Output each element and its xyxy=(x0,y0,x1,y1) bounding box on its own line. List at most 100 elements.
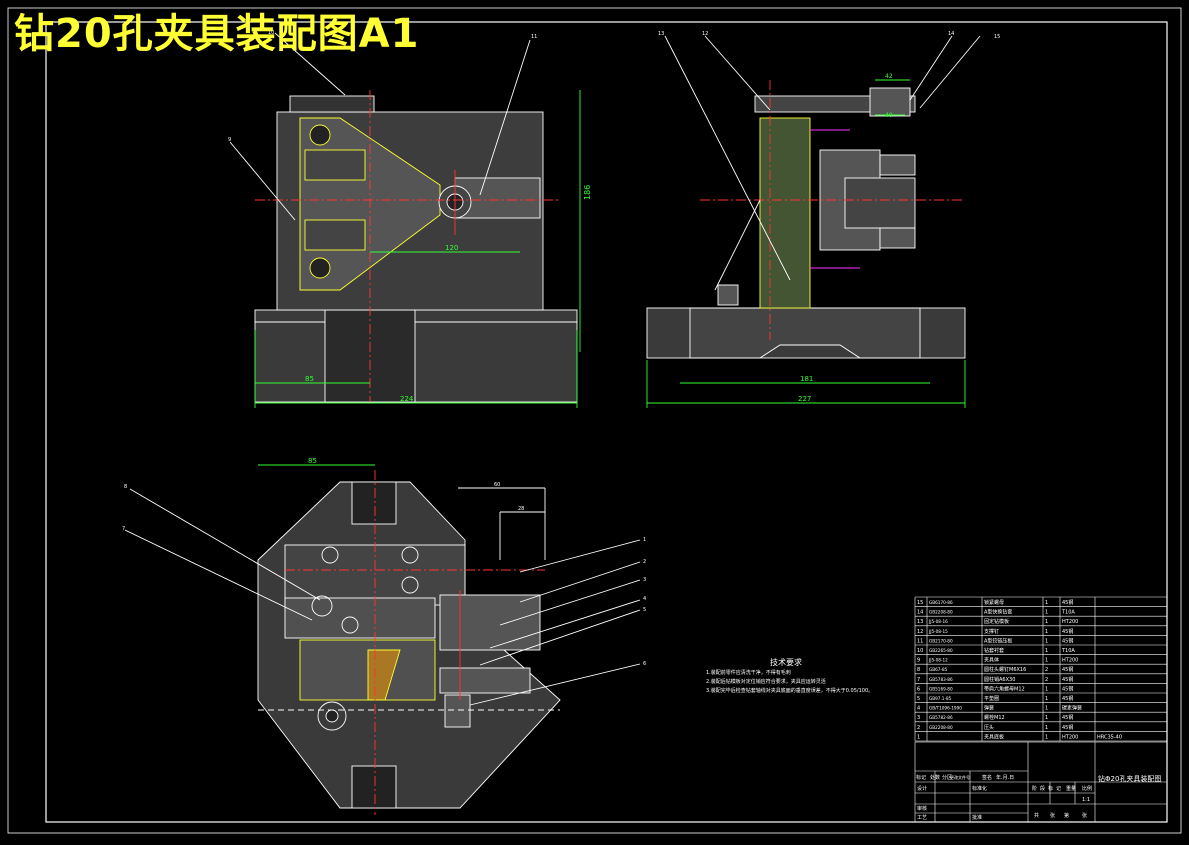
title-block-approve: 批准 xyxy=(972,814,982,821)
bom-cell-mat: HT200 xyxy=(1062,619,1078,625)
balloon-plan-5: 5 xyxy=(643,607,646,613)
title-block-stage-3: 记 xyxy=(1056,785,1061,792)
bom-cell-name: 弹簧 xyxy=(984,705,994,712)
bom-cell-name: 夹具体 xyxy=(984,657,999,664)
balloon-front-11: 11 xyxy=(531,34,537,40)
dim-side-inner: 181 xyxy=(800,375,813,383)
bom-cell-qty: 1 xyxy=(1045,648,1048,654)
balloon-front-9: 9 xyxy=(228,137,231,143)
bom-cell-name: 支撑钉 xyxy=(984,628,999,635)
bom-cell-code: GB5783-86 xyxy=(929,677,953,682)
bom-cell-qty: 1 xyxy=(1045,600,1048,606)
bom-cell-name: 固定钻模板 xyxy=(984,618,1009,625)
bom-cell-no: 9 xyxy=(917,658,920,664)
outer-border xyxy=(7,7,1182,834)
bom-cell-mat: 45钢 xyxy=(1062,599,1073,606)
title-block-stage-5: 比例 xyxy=(1082,785,1092,792)
bom-cell-name: 钻套衬套 xyxy=(984,647,1004,654)
balloon-plan-8: 8 xyxy=(124,484,127,490)
tech-note-line-3: 3.装配完毕后检查钻套轴线对夹具底面的垂直度误差，不得大于0.05/100。 xyxy=(706,688,874,694)
bom-cell-name: 压头 xyxy=(984,724,994,731)
bom-cell-code: GB2170-80 xyxy=(929,638,953,643)
bom-cell-name: 圆柱头螺钉M6X16 xyxy=(984,666,1026,673)
title-block-designer: 设计 xyxy=(917,785,927,792)
bom-cell-mat: T10A xyxy=(1061,610,1075,616)
drawing-title: 钻20孔夹具装配图A1 xyxy=(14,11,420,57)
title-block-row-label-5: 年.月.日 xyxy=(996,774,1014,781)
bom-cell-no: 5 xyxy=(917,696,920,702)
dim-plan-right-a: 60 xyxy=(494,482,500,488)
bom-cell-code: GB97.1-85 xyxy=(929,696,952,701)
balloon-plan-6: 6 xyxy=(643,661,646,667)
bom-cell-name: 平垫圈 xyxy=(984,695,999,702)
bom-cell-no: 10 xyxy=(917,648,923,654)
bom-cell-name: 带肩六角螺母M12 xyxy=(984,685,1025,692)
bom-cell-qty: 1 xyxy=(1045,725,1048,731)
dim-plan-top: 85 xyxy=(308,457,317,465)
balloon-side-15: 15 xyxy=(994,34,1000,40)
bom-cell-no: 13 xyxy=(917,619,923,625)
bom-cell-code: GB5169-80 xyxy=(929,686,953,691)
balloon-plan-1: 1 xyxy=(643,537,646,543)
balloon-plan-2: 2 xyxy=(643,559,646,565)
balloon-front-10: 10 xyxy=(268,30,274,36)
tech-notes-title: 技术要求 xyxy=(770,658,802,667)
balloon-side-12: 12 xyxy=(702,31,708,37)
bom-cell-code: GB2265-80 xyxy=(929,648,953,653)
title-block-row-label-3: 更改文件号 xyxy=(950,774,970,780)
dim-front-left: 85 xyxy=(305,375,314,383)
balloon-plan-3: 3 xyxy=(643,577,646,583)
bom-cell-qty: 1 xyxy=(1045,638,1048,644)
bom-cell-name: 圆柱销A6X30 xyxy=(984,676,1015,683)
bom-cell-mat: 45钢 xyxy=(1062,714,1073,721)
title-block-stage-0: 阶 xyxy=(1032,785,1037,792)
bom-cell-mat: HT200 xyxy=(1062,734,1078,740)
bom-cell-mat: 碳素弹簧 xyxy=(1062,705,1082,712)
bom-cell-note: HRC35-40 xyxy=(1097,734,1122,740)
bom-cell-mat: 45钢 xyxy=(1062,724,1073,731)
title-block-row-label-2: 分区 xyxy=(942,774,952,781)
title-block xyxy=(914,741,1168,823)
inner-border xyxy=(45,21,1168,823)
bom-cell-no: 7 xyxy=(917,677,920,683)
bom-cell-no: 11 xyxy=(917,638,923,644)
bom-cell-mat: 45钢 xyxy=(1062,628,1073,635)
bom-cell-name: A型快换钻套 xyxy=(984,609,1012,616)
title-block-stage-2: 标 xyxy=(1048,785,1053,792)
title-block-scale: 1:1 xyxy=(1082,797,1090,803)
dim-side-top-a: 42 xyxy=(885,73,893,80)
title-block-process: 工艺 xyxy=(917,815,927,821)
balloon-plan-4: 4 xyxy=(643,596,646,602)
bom-cell-mat: 45钢 xyxy=(1062,695,1073,702)
title-block-drawing-name: 钻Φ20孔夹具装配图 xyxy=(1098,774,1161,783)
bom-cell-qty: 1 xyxy=(1045,696,1048,702)
bom-cell-code: JJ5-08-15 xyxy=(928,629,948,634)
bom-cell-name: 夹具底板 xyxy=(984,733,1004,740)
front-view xyxy=(229,32,581,408)
title-block-sheet-2: 第 xyxy=(1064,812,1069,819)
title-block-row-label-1: 处数 xyxy=(930,774,940,781)
technical-requirements: 技术要求 1.装配前零件应清洗干净，不得有毛刺 2.装配后钻模板对定位销应符合要… xyxy=(706,658,896,696)
title-block-standard: 标准化 xyxy=(972,785,987,792)
dim-side-top-b: 40 xyxy=(885,112,893,119)
bom-cell-qty: 1 xyxy=(1045,619,1048,625)
side-view xyxy=(646,35,981,408)
bom-cell-qty: 1 xyxy=(1045,715,1048,721)
bom-cell-qty: 1 xyxy=(1045,734,1048,740)
bom-cell-code: GB2208-80 xyxy=(929,610,953,615)
title-block-checker: 审核 xyxy=(917,805,927,812)
bom-cell-name: A型铰链压板 xyxy=(984,637,1012,644)
dim-front-width: 224 xyxy=(400,395,414,403)
bom-cell-mat: 45钢 xyxy=(1062,676,1073,683)
bom-cell-mat: HT200 xyxy=(1062,658,1078,664)
bom-cell-no: 6 xyxy=(917,686,920,692)
bom-cell-qty: 2 xyxy=(1045,677,1048,683)
dim-front-center: 120 xyxy=(445,244,458,252)
dim-front-height: 186 xyxy=(583,185,592,200)
title-block-stage-4: 重量 xyxy=(1066,785,1076,792)
dim-plan-right-b: 28 xyxy=(518,506,524,512)
bom-cell-name: 锁紧螺母 xyxy=(984,599,1004,606)
bom-cell-name: 螺栓M12 xyxy=(984,714,1005,721)
bom-cell-code: GB2208-80 xyxy=(929,725,953,730)
